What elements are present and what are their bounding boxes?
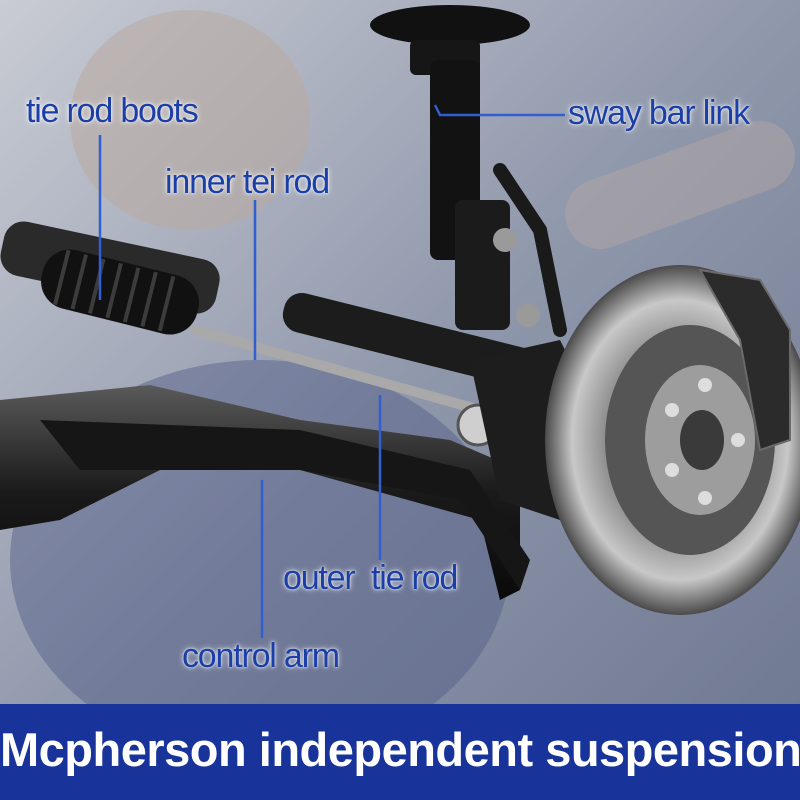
strut-assembly — [370, 5, 540, 330]
caption-bar — [0, 704, 800, 800]
caption-title: Mcpherson independent suspension — [0, 723, 800, 776]
label-outer-tie-rod: outer tie rod — [283, 559, 458, 597]
label-control-arm: control arm — [182, 637, 340, 675]
control-arm-shape — [40, 420, 530, 590]
brake-caliper — [698, 268, 791, 452]
brake-disc — [545, 265, 800, 615]
mechanic-arm — [565, 120, 795, 250]
leader-lines — [98, 104, 565, 638]
mechanic-head — [70, 10, 310, 230]
label-inner-tie-rod: inner tei rod — [165, 163, 330, 201]
inner-tie-rod — [190, 325, 485, 415]
leader-line-sway-bar-link — [433, 104, 565, 117]
label-tie-rod-boots: tie rod boots — [26, 92, 199, 130]
sway-bar-link-part — [493, 163, 567, 337]
label-sway-bar-link: sway bar link — [568, 94, 750, 132]
